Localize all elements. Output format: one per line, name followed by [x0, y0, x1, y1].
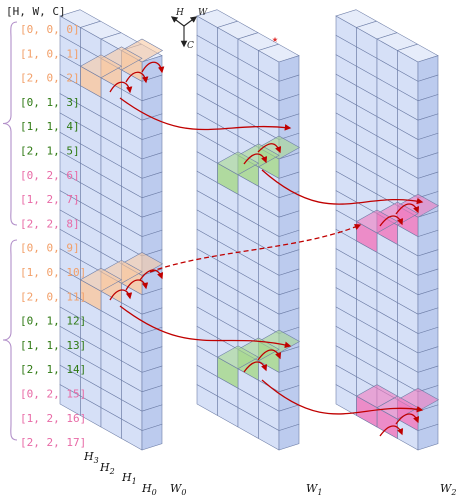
axis-label-h: H — [175, 8, 184, 18]
traversal-arrow — [119, 97, 292, 131]
cube-front-face — [278, 423, 300, 451]
index-label: [2, 1, 5] — [20, 145, 80, 158]
h-axis-label: H2 — [99, 461, 115, 476]
index-label: [0, 0, 0] — [20, 23, 80, 36]
index-label: [0, 2, 6] — [20, 169, 80, 182]
index-label: [2, 1, 14] — [20, 363, 86, 376]
index-label: [2, 2, 17] — [20, 436, 86, 449]
star-marker: ★ — [272, 34, 278, 45]
group-brace — [2, 239, 18, 441]
group-brace — [2, 21, 18, 226]
axes-glyph: H W C — [170, 8, 208, 51]
traversal-arrow — [139, 269, 164, 281]
index-label: [2, 0, 11] — [20, 290, 86, 303]
axis-label-c: C — [187, 41, 194, 51]
traversal-arrow — [119, 305, 292, 349]
traversal-arrow — [149, 223, 362, 273]
index-label: [0, 1, 12] — [20, 315, 86, 328]
green-cube-top — [216, 151, 260, 176]
traversal-arrow — [109, 81, 133, 94]
orange-cube-top — [79, 267, 123, 292]
index-label: [0, 2, 15] — [20, 388, 86, 401]
traversal-arrows — [109, 61, 424, 437]
traversal-arrow — [243, 361, 268, 373]
orange-cube-top — [79, 54, 123, 79]
w-axis-label: W0 — [170, 482, 186, 497]
index-label: [1, 0, 1] — [20, 47, 80, 60]
traversal-arrow — [257, 349, 282, 361]
traversal-arrow — [395, 413, 420, 425]
cube-front-face — [417, 423, 439, 451]
w-axis-label: W2 — [440, 482, 456, 497]
cube-front-face — [141, 423, 163, 451]
traversal-arrow — [395, 203, 420, 215]
traversal-arrow — [141, 61, 165, 74]
index-label: [0, 0, 9] — [20, 242, 80, 255]
index-label-list: [0, 0, 0] [1, 0, 1] [2, 0, 2] [0, 1, 3] [1, … — [20, 23, 86, 449]
traversal-arrow — [379, 215, 404, 227]
traversal-arrow — [257, 143, 282, 154]
h-axis-label: H3 — [83, 450, 99, 465]
index-label: [2, 0, 2] — [20, 72, 80, 85]
green-cube-top — [216, 345, 260, 370]
column-1 — [196, 9, 300, 451]
w-axis-label: W1 — [306, 482, 322, 497]
traversal-arrow — [109, 289, 133, 301]
index-label: [0, 1, 3] — [20, 96, 80, 109]
index-label: [1, 0, 10] — [20, 266, 86, 279]
traversal-arrow — [125, 71, 149, 84]
traversal-arrow — [379, 425, 404, 437]
traversal-arrow — [125, 279, 149, 291]
traversal-arrow — [243, 153, 268, 165]
group-braces — [2, 21, 18, 441]
index-label: [1, 2, 16] — [20, 412, 86, 425]
traversal-arrow — [261, 169, 424, 205]
index-label: [1, 2, 7] — [20, 193, 80, 206]
header-label: [H, W, C] — [6, 5, 66, 18]
pink-cube-top — [355, 384, 399, 408]
axis-label-w: W — [198, 8, 208, 18]
index-label: [1, 1, 13] — [20, 339, 86, 352]
h-axis-label: H0 — [141, 482, 157, 497]
index-label: [1, 1, 4] — [20, 120, 80, 133]
traversal-arrow — [261, 379, 424, 415]
index-label: [2, 2, 8] — [20, 217, 80, 230]
h-axis-label: H1 — [121, 471, 137, 486]
